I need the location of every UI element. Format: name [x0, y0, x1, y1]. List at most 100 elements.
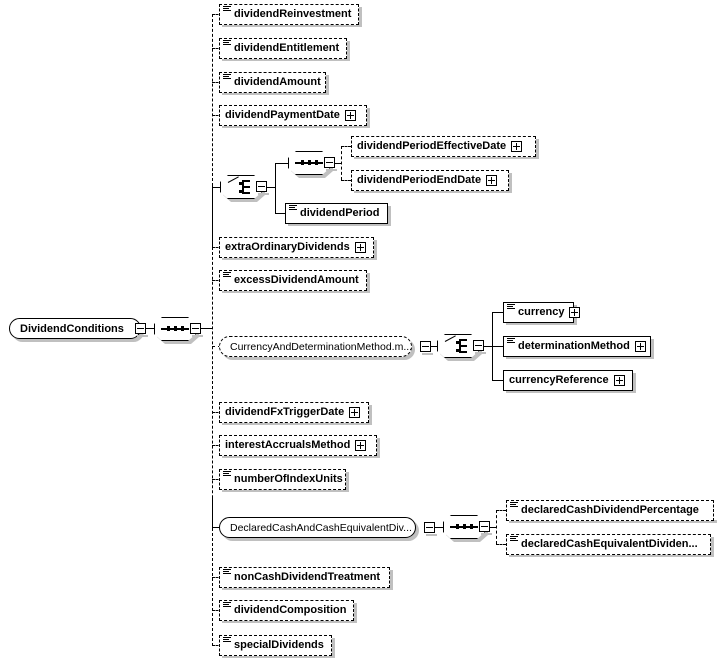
element-numberofindexunits[interactable]: numberOfIndexUnits: [219, 469, 346, 490]
trunk-mid-dashed: [212, 247, 213, 528]
branch-line-dividendfxtriggerdate: [212, 412, 222, 413]
element-label: currency: [518, 306, 565, 318]
branch-line-dividendpaymentdate: [212, 115, 222, 116]
element-specialdividends[interactable]: specialDividends: [219, 635, 332, 656]
root-sequence-out-line: [201, 328, 212, 329]
element-noncashdividendtreatment[interactable]: nonCashDividendTreatment: [219, 567, 390, 588]
element-label: excessDividendAmount: [234, 274, 359, 286]
root-node-dividendconditions[interactable]: DividendConditions: [9, 318, 141, 339]
element-dividendfxtriggerdate[interactable]: dividendFxTriggerDate: [219, 402, 369, 423]
type-icon: [510, 536, 518, 543]
element-currency[interactable]: currency: [503, 302, 581, 323]
branch-line-dividendreinvestment: [212, 14, 222, 15]
declaredcash-subtrunk: [496, 510, 497, 544]
group-label: DeclaredCashAndCashEquivalentDiv...: [230, 521, 412, 534]
period-choice-subtrunk: [275, 163, 276, 213]
period-seq-branch-line: [275, 163, 288, 164]
group-currencyanddeterminationmethod[interactable]: CurrencyAndDeterminationMethod.m...: [219, 336, 412, 357]
element-label: dividendPeriodEffectiveDate: [357, 140, 507, 152]
element-dividendcomposition[interactable]: dividendComposition: [219, 600, 354, 621]
element-excessdividendamount[interactable]: excessDividendAmount: [219, 270, 367, 291]
trunk-lower-dashed: [212, 528, 213, 646]
element-label: dividendFxTriggerDate: [225, 406, 345, 418]
type-icon: [223, 569, 231, 576]
element-currencyreference[interactable]: currencyReference: [503, 370, 633, 391]
expand-toggle[interactable]: [355, 440, 367, 451]
element-interestaccrualsmethod[interactable]: interestAccrualsMethod: [219, 435, 377, 456]
expand-toggle[interactable]: [486, 175, 498, 186]
expand-toggle[interactable]: [344, 110, 356, 121]
branch-line-determinationmethod: [492, 346, 503, 347]
branch-line-currency: [492, 312, 503, 313]
period-choice-compositor[interactable]: [220, 175, 265, 202]
element-label: dividendEntitlement: [234, 42, 340, 54]
element-dividendpaymentdate[interactable]: dividendPaymentDate: [219, 105, 367, 126]
type-icon: [223, 74, 231, 81]
currency-choice-compositor[interactable]: [437, 334, 482, 361]
branch-line-enddate: [341, 180, 351, 181]
element-dividendperiodeffectivedate[interactable]: dividendPeriodEffectiveDate: [351, 136, 536, 157]
branch-line-excessdividendamount: [212, 280, 222, 281]
element-determinationmethod[interactable]: determinationMethod: [503, 336, 651, 357]
branch-line-declaredcashpercentage: [496, 510, 506, 511]
currency-choice-out-line: [484, 346, 492, 347]
period-choice-toggle[interactable]: [256, 181, 269, 195]
element-label: dividendAmount: [234, 76, 321, 88]
expand-toggle[interactable]: [354, 242, 366, 253]
expand-toggle[interactable]: [511, 141, 523, 152]
element-extraordinarydividends[interactable]: extraOrdinaryDividends: [219, 237, 374, 258]
period-dates-subtrunk: [341, 146, 342, 180]
period-sequence-out-line: [335, 163, 341, 164]
type-icon: [223, 602, 231, 609]
trunk-declared-solid: [212, 498, 213, 528]
branch-line-effectivedate: [341, 146, 351, 147]
period-sequence-toggle[interactable]: [324, 157, 337, 171]
element-label: interestAccrualsMethod: [225, 439, 351, 451]
root-sequence-toggle[interactable]: [190, 323, 203, 337]
root-node-label: DividendConditions: [20, 322, 124, 335]
branch-line-declaredcashgroup: [212, 527, 221, 528]
element-label: dividendPeriodEndDate: [357, 174, 482, 186]
declaredcashgroup-out-line: [435, 527, 443, 528]
element-dividendreinvestment[interactable]: dividendReinvestment: [219, 4, 359, 25]
root-collapse-toggle[interactable]: [135, 323, 148, 337]
expand-toggle[interactable]: [569, 307, 581, 318]
element-label: dividendPeriod: [300, 207, 380, 219]
type-icon: [223, 6, 231, 13]
element-label: dividendPaymentDate: [225, 109, 340, 121]
element-label: declaredCashEquivalentDividen...: [521, 538, 698, 550]
declaredcashgroup-toggle[interactable]: [424, 522, 437, 536]
period-sequence-compositor[interactable]: [288, 151, 333, 178]
branch-line-interestaccrualsmethod: [212, 445, 222, 446]
element-declaredcashdividendpercentage[interactable]: declaredCashDividendPercentage: [506, 500, 714, 521]
period-direct-branch-line: [275, 213, 285, 214]
group-declaredcashandcashequivalentdiv[interactable]: DeclaredCashAndCashEquivalentDiv...: [219, 517, 416, 538]
element-dividendentitlement[interactable]: dividendEntitlement: [219, 38, 347, 59]
trunk-upper-dashed: [212, 14, 213, 186]
declaredcash-sequence-toggle[interactable]: [479, 521, 492, 535]
element-label: numberOfIndexUnits: [234, 473, 343, 485]
type-icon: [510, 502, 518, 509]
branch-line-dividendamount: [212, 82, 222, 83]
expand-toggle[interactable]: [613, 375, 625, 386]
expand-toggle[interactable]: [349, 407, 361, 418]
branch-line-currencyreference: [492, 380, 503, 381]
period-choice-out-line: [267, 187, 275, 188]
element-label: dividendReinvestment: [234, 8, 352, 20]
expand-toggle[interactable]: [634, 341, 646, 352]
element-declaredcashequivalentdividend[interactable]: declaredCashEquivalentDividen...: [506, 534, 711, 555]
element-dividendamount[interactable]: dividendAmount: [219, 72, 326, 93]
element-dividendperiodenddate[interactable]: dividendPeriodEndDate: [351, 170, 509, 191]
type-icon: [507, 304, 515, 311]
element-label: determinationMethod: [518, 340, 630, 352]
element-dividendperiod[interactable]: dividendPeriod: [285, 203, 388, 224]
group-label: CurrencyAndDeterminationMethod.m...: [230, 340, 413, 353]
type-icon: [223, 40, 231, 47]
branch-line-dividendentitlement: [212, 48, 222, 49]
root-to-compositor-line: [146, 328, 154, 329]
declaredcash-sequence-out-line: [490, 527, 496, 528]
type-icon: [289, 205, 297, 212]
currencygroup-toggle[interactable]: [420, 341, 433, 355]
currency-choice-toggle[interactable]: [473, 340, 486, 354]
